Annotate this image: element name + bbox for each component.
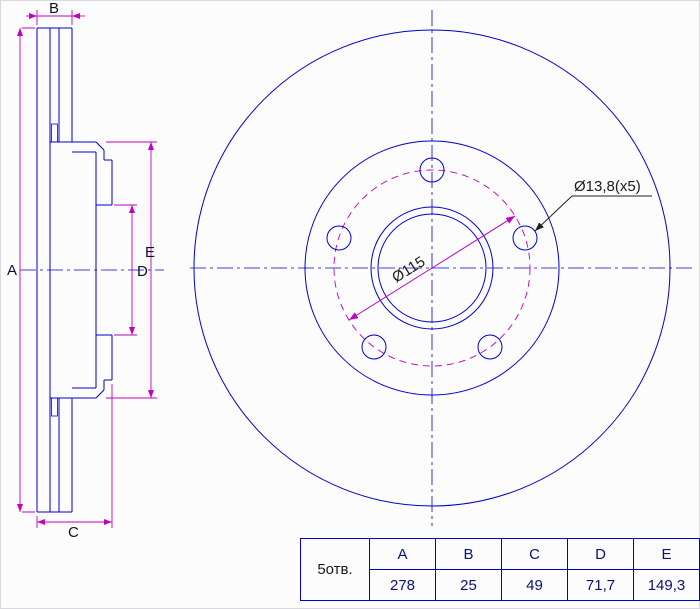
value-e: 149,3 bbox=[633, 569, 700, 601]
center-bore-circle bbox=[370, 206, 494, 330]
table-row-label: 5отв. bbox=[300, 538, 370, 601]
bolt-hole bbox=[326, 225, 352, 251]
section-dimensions bbox=[16, 10, 157, 528]
dimension-a bbox=[16, 27, 35, 513]
bolt-hole bbox=[512, 225, 538, 251]
vent-vane-section bbox=[51, 397, 58, 417]
front-view-disc bbox=[190, 10, 692, 526]
vent-vane-section bbox=[51, 123, 58, 143]
center-bore-chamfer-circle bbox=[377, 213, 487, 323]
table-col-a: A bbox=[369, 538, 436, 570]
dimension-e bbox=[106, 141, 157, 399]
dim-label-c: C bbox=[68, 524, 79, 541]
bolt-pcd-circle bbox=[333, 169, 531, 367]
dim-label-a: A bbox=[7, 262, 17, 279]
dimension-spec-table: 5отв. A B C D E 278 25 49 71,7 149,3 bbox=[300, 538, 700, 601]
hat-circle bbox=[304, 140, 560, 396]
dimension-c bbox=[36, 384, 113, 528]
disc-outer-circle bbox=[193, 29, 671, 507]
value-a: 278 bbox=[369, 569, 436, 601]
dim-label-e: E bbox=[145, 244, 155, 261]
bolt-hole bbox=[419, 157, 445, 183]
pcd-dimension-label: Ø115 bbox=[389, 253, 428, 286]
value-b: 25 bbox=[435, 569, 502, 601]
dimension-d bbox=[114, 204, 137, 336]
bolt-hole bbox=[477, 334, 503, 360]
dimension-b bbox=[26, 10, 85, 25]
dim-label-b: B bbox=[49, 0, 59, 17]
dim-label-d: D bbox=[137, 263, 148, 280]
table-col-e: E bbox=[633, 538, 700, 570]
bolt-holes-label: Ø13,8(x5) bbox=[574, 178, 641, 195]
table-col-c: C bbox=[501, 538, 568, 570]
bolt-hole-leader bbox=[534, 195, 652, 232]
value-c: 49 bbox=[501, 569, 568, 601]
section-view-disc bbox=[20, 27, 164, 513]
value-d: 71,7 bbox=[567, 569, 634, 601]
table-col-b: B bbox=[435, 538, 502, 570]
bolt-hole bbox=[361, 334, 387, 360]
table-header-row: 5отв. A B C D E bbox=[300, 538, 700, 601]
table-values-row: 278 25 49 71,7 149,3 bbox=[301, 569, 700, 601]
dimension-pcd bbox=[348, 215, 516, 321]
table-col-d: D bbox=[567, 538, 634, 570]
